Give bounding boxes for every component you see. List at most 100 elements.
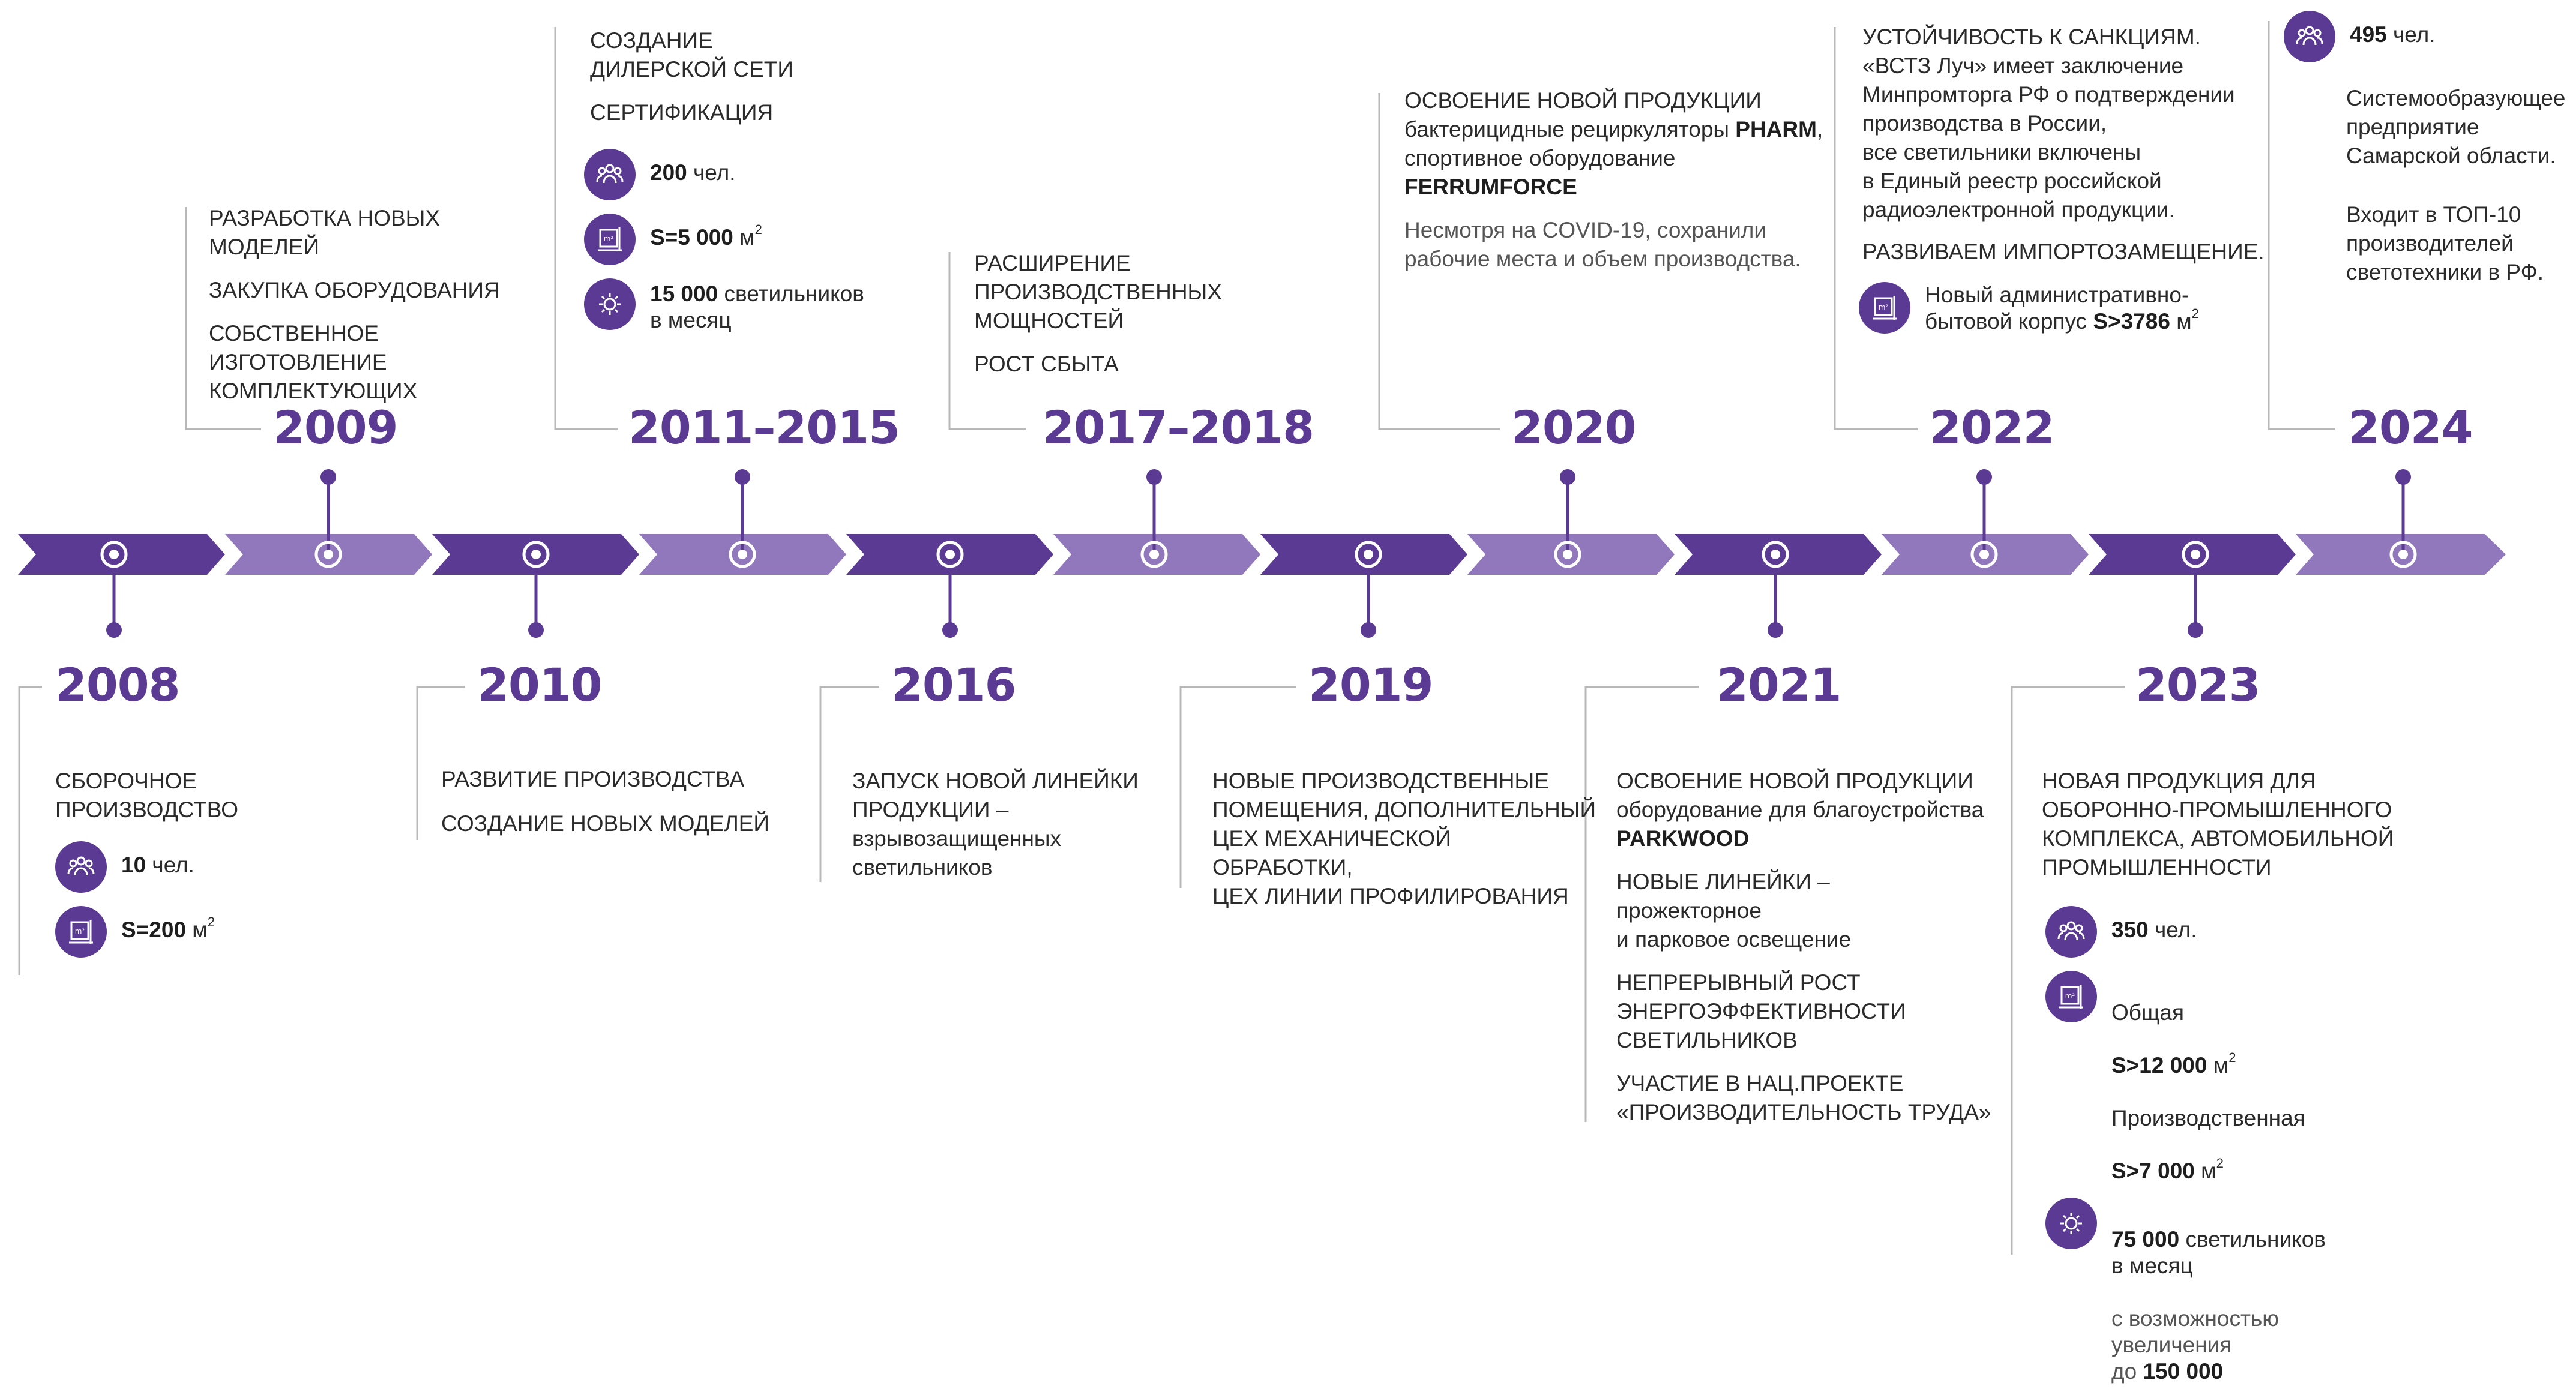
area-unit: м bbox=[186, 917, 208, 942]
event-2023: НОВАЯ ПРОДУКЦИЯ ДЛЯ ОБОРОННО-ПРОМЫШЛЕННО… bbox=[2042, 767, 2414, 1398]
people-icon bbox=[2045, 906, 2097, 958]
area-unit-production: м bbox=[2194, 1159, 2216, 1183]
svg-text:m²: m² bbox=[604, 235, 614, 243]
stat-output-2011: 15 000 светильников в месяц bbox=[584, 278, 902, 334]
brand-pharm: PHARM bbox=[1735, 117, 1817, 142]
area-text: Новый административно- бытовой корпус bbox=[1925, 283, 2189, 334]
event-2008-text: СБОРОЧНОЕ ПРОИЗВОДСТВО bbox=[55, 769, 238, 822]
people-unit: чел. bbox=[146, 853, 194, 877]
people-value: 350 bbox=[2111, 917, 2149, 942]
event-2022-line1b: «ВСТЗ Луч» имеет заключение Минпромторга… bbox=[1862, 53, 2235, 222]
event-2020-products-2: , спортивное оборудование bbox=[1404, 117, 1823, 170]
event-2010-line2: СОЗДАНИЕ НОВЫХ МОДЕЛЕЙ bbox=[441, 811, 770, 836]
area-label-production: Производственная bbox=[2111, 1106, 2305, 1130]
output-value: 15 000 bbox=[650, 281, 718, 306]
event-2016: ЗАПУСК НОВОЙ ЛИНЕЙКИ ПРОДУКЦИИ – взрывоз… bbox=[852, 767, 1164, 899]
area-unit: м bbox=[2170, 309, 2192, 334]
area-value-total: S>12 000 bbox=[2111, 1053, 2207, 1078]
svg-text:m²: m² bbox=[75, 927, 85, 935]
gear-lamp-icon bbox=[2045, 1198, 2097, 1249]
arrow-band bbox=[18, 534, 2506, 575]
node-rings bbox=[100, 541, 2417, 568]
event-2009-line3: СОБСТВЕННОЕ ИЗГОТОВЛЕНИЕ КОМПЛЕКТУЮЩИХ bbox=[209, 321, 418, 403]
people-icon bbox=[55, 841, 107, 893]
event-2024-text: Системообразующее предприятие Самарской … bbox=[2284, 84, 2576, 287]
stat-people-2008: 10 чел. bbox=[55, 841, 367, 893]
area-m2-icon: m² bbox=[1859, 282, 1910, 334]
event-2010-line1: РАЗВИТИЕ ПРОИЗВОДСТВА bbox=[441, 767, 745, 791]
people-value: 200 bbox=[650, 160, 687, 185]
people-value: 10 bbox=[121, 853, 146, 877]
area-value: S=5 000 bbox=[650, 225, 733, 250]
event-2016-line2: взрывозащищенных светильников bbox=[852, 826, 1061, 880]
event-2011-line1: СОЗДАНИЕ ДИЛЕРСКОЙ СЕТИ bbox=[590, 28, 793, 82]
event-2009-line1: РАЗРАБОТКА НОВЫХ МОДЕЛЕЙ bbox=[209, 206, 441, 259]
year-2020: 2020 bbox=[1511, 401, 1637, 454]
stat-area-2023: m² Общая S>12 000 м2 Производственная S>… bbox=[2045, 971, 2414, 1184]
year-2023: 2023 bbox=[2135, 658, 2261, 712]
event-2008: СБОРОЧНОЕ ПРОИЗВОДСТВО 10 чел. m² S=200 … bbox=[55, 767, 367, 971]
year-2024: 2024 bbox=[2348, 401, 2473, 454]
stat-area-2022: m² Новый административно- бытовой корпус… bbox=[1859, 282, 2283, 335]
event-2010: РАЗВИТИЕ ПРОИЗВОДСТВА СОЗДАНИЕ НОВЫХ МОД… bbox=[441, 765, 777, 855]
stem-end-dots bbox=[106, 469, 2411, 638]
event-2016-line1: ЗАПУСК НОВОЙ ЛИНЕЙКИ ПРОДУКЦИИ – bbox=[852, 769, 1139, 822]
year-2021: 2021 bbox=[1717, 658, 1842, 712]
area-m2-icon: m² bbox=[55, 906, 107, 958]
node-centers bbox=[109, 550, 2408, 559]
area-unit-total: м bbox=[2207, 1053, 2229, 1078]
stat-people-2023: 350 чел. bbox=[2045, 906, 2414, 958]
people-unit: чел. bbox=[687, 160, 736, 185]
area-value: S>3786 bbox=[2093, 309, 2170, 334]
event-2022: УСТОЙЧИВОСТЬ К САНКЦИЯМ. «ВСТЗ Луч» имее… bbox=[1859, 23, 2283, 348]
connector-brackets bbox=[18, 21, 2335, 1255]
event-2024-line1: Системообразующее предприятие Самарской … bbox=[2346, 86, 2566, 168]
event-2019: НОВЫЕ ПРОИЗВОДСТВЕННЫЕ ПОМЕЩЕНИЯ, ДОПОЛН… bbox=[1212, 767, 1596, 928]
brand-ferrumforce: FERRUMFORCE bbox=[1404, 175, 1577, 199]
gear-lamp-icon bbox=[584, 278, 636, 330]
event-2017-2018: РАСШИРЕНИЕ ПРОИЗВОДСТВЕННЫХ МОЩНОСТЕЙ РО… bbox=[974, 249, 1358, 395]
event-2022-line1: УСТОЙЧИВОСТЬ К САНКЦИЯМ. bbox=[1862, 25, 2201, 49]
people-value: 495 bbox=[2350, 22, 2387, 47]
event-2021-line3: НЕПРЕРЫВНЫЙ РОСТ ЭНЕРГОЭФФЕКТИВНОСТИ СВЕ… bbox=[1616, 970, 1906, 1052]
area-value-production: S>7 000 bbox=[2111, 1159, 2195, 1183]
year-2017-2018: 2017–2018 bbox=[1043, 401, 1314, 454]
year-2019: 2019 bbox=[1308, 658, 1434, 712]
event-2020-products: бактерицидные рециркуляторы bbox=[1404, 117, 1736, 142]
event-2021-line1: ОСВОЕНИЕ НОВОЙ ПРОДУКЦИИ bbox=[1616, 769, 1973, 793]
event-2011-2015: СОЗДАНИЕ ДИЛЕРСКОЙ СЕТИ СЕРТИФИКАЦИЯ 200… bbox=[584, 26, 902, 347]
area-value: S=200 bbox=[121, 917, 187, 942]
year-2011-2015: 2011–2015 bbox=[628, 401, 900, 454]
timeline-diagram: 2008 2009 2010 2011–2015 2016 2017–2018 … bbox=[18, 11, 2576, 1384]
event-2017-line2: РОСТ СБЫТА bbox=[974, 352, 1119, 376]
year-2022: 2022 bbox=[1930, 401, 2055, 454]
event-2020-line1: ОСВОЕНИЕ НОВОЙ ПРОДУКЦИИ bbox=[1404, 88, 1762, 113]
stat-area-2011: m² S=5 000 м2 bbox=[584, 214, 902, 265]
event-2021-brand: PARKWOOD bbox=[1616, 824, 2000, 853]
people-unit: чел. bbox=[2148, 917, 2197, 942]
stat-people-2011: 200 чел. bbox=[584, 149, 902, 200]
stat-people-2024: 495 чел. bbox=[2284, 11, 2576, 62]
event-2011-line2: СЕРТИФИКАЦИЯ bbox=[590, 100, 774, 125]
svg-text:m²: m² bbox=[1879, 303, 1889, 311]
event-2020-line2: бактерицидные рециркуляторы PHARM, спорт… bbox=[1404, 115, 1837, 202]
event-2021: ОСВОЕНИЕ НОВОЙ ПРОДУКЦИИ оборудование дл… bbox=[1616, 767, 2000, 1144]
people-icon bbox=[584, 149, 636, 200]
event-2009: РАЗРАБОТКА НОВЫХ МОДЕЛЕЙ ЗАКУПКА ОБОРУДО… bbox=[209, 204, 545, 422]
output-extra-value: 150 000 bbox=[2143, 1359, 2224, 1384]
area-label-total: Общая bbox=[2111, 1000, 2185, 1025]
year-2016: 2016 bbox=[891, 658, 1017, 712]
svg-text:m²: m² bbox=[2065, 992, 2075, 1000]
year-2008: 2008 bbox=[55, 658, 181, 712]
event-2024: 495 чел. Системообразующее предприятие С… bbox=[2284, 11, 2576, 304]
event-2019-line1: НОВЫЕ ПРОИЗВОДСТВЕННЫЕ ПОМЕЩЕНИЯ, ДОПОЛН… bbox=[1212, 769, 1596, 908]
timeline-graphics bbox=[18, 21, 2506, 1255]
event-2017-line1: РАСШИРЕНИЕ ПРОИЗВОДСТВЕННЫХ МОЩНОСТЕЙ bbox=[974, 251, 1222, 333]
event-2009-line2: ЗАКУПКА ОБОРУДОВАНИЯ bbox=[209, 278, 500, 302]
event-2020: ОСВОЕНИЕ НОВОЙ ПРОДУКЦИИ бактерицидные р… bbox=[1404, 86, 1837, 290]
event-2023-line1: НОВАЯ ПРОДУКЦИЯ ДЛЯ ОБОРОННО-ПРОМЫШЛЕННО… bbox=[2042, 769, 2394, 880]
stat-output-2023: 75 000 светильников в месяц с возможност… bbox=[2045, 1198, 2414, 1385]
stat-area-2008: m² S=200 м2 bbox=[55, 906, 367, 958]
year-2010: 2010 bbox=[477, 658, 603, 712]
people-unit: чел. bbox=[2386, 22, 2436, 47]
